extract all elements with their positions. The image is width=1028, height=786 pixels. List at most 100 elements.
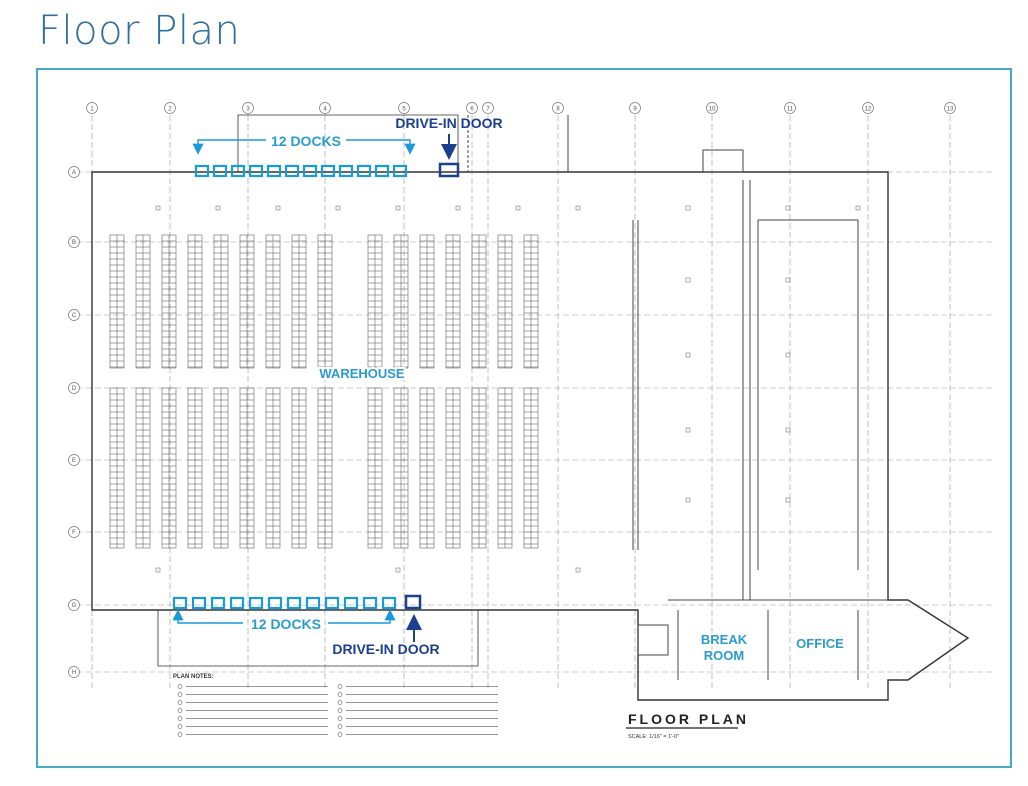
grid-bubble-col-8 [552, 102, 564, 114]
column-marker [275, 205, 281, 211]
drive-in-door-bottom [404, 594, 422, 610]
grid-label-row-F: F [72, 530, 76, 536]
column-marker [335, 205, 341, 211]
drive-in-door-top [438, 162, 460, 178]
column-marker [685, 352, 691, 358]
dock-door [324, 596, 340, 610]
column-marker [455, 205, 461, 211]
grid-label-row-C: C [72, 313, 77, 319]
grid-bubble-col-3 [242, 102, 254, 114]
dock-door [248, 596, 264, 610]
grid-bubble-col-11 [784, 102, 796, 114]
grid-bubble-col-9 [629, 102, 641, 114]
dock-door [229, 596, 245, 610]
grid-label-col-10: 10 [709, 107, 716, 113]
grid-label-row-A: A [72, 170, 76, 176]
grid-bubble-col-2 [164, 102, 176, 114]
grid-label-col-3: 3 [246, 107, 250, 113]
column-marker [155, 567, 161, 573]
grid-label-col-11: 11 [787, 107, 794, 113]
docks-bottom-label: 12 DOCKS [251, 616, 321, 632]
grid-bubble-row-H [68, 666, 80, 678]
dock-door [266, 164, 282, 178]
dock-door [194, 164, 210, 178]
interior-walls [467, 115, 888, 680]
drawing-scale: SCALE: 1/16" = 1'-0" [628, 734, 679, 740]
plan-notes: PLAN NOTES: [173, 674, 498, 737]
column-marker [685, 497, 691, 503]
column-marker [575, 567, 581, 573]
grid-bubble-col-7 [482, 102, 494, 114]
grid-bubble-row-E [68, 454, 80, 466]
column-marker [395, 567, 401, 573]
plan-notes-heading: PLAN NOTES: [173, 674, 214, 680]
office-label: OFFICE [796, 636, 844, 651]
dock-door [381, 596, 397, 610]
grid-label-col-9: 9 [633, 107, 637, 113]
dock-doors-top [194, 164, 408, 178]
column-marker [685, 277, 691, 283]
grid-label-col-2: 2 [168, 107, 172, 113]
building-outline [91, 114, 970, 701]
dock-door [191, 596, 207, 610]
grid-label-col-13: 13 [947, 107, 954, 113]
grid-label-col-8: 8 [556, 107, 560, 113]
dock-door [343, 596, 359, 610]
dock-door [362, 596, 378, 610]
column-marker [785, 205, 791, 211]
column-marker [785, 427, 791, 433]
grid-label-col-12: 12 [865, 107, 872, 113]
column-marker [215, 205, 221, 211]
dock-door [356, 164, 372, 178]
dock-door [212, 164, 228, 178]
column-marker [785, 277, 791, 283]
column-marker [685, 427, 691, 433]
dock-door [338, 164, 354, 178]
warehouse-label: WAREHOUSE [319, 366, 405, 381]
grid-bubble-row-G [68, 599, 80, 611]
grid-label-col-4: 4 [323, 107, 327, 113]
column-marker [855, 205, 861, 211]
grid-bubble-row-B [68, 236, 80, 248]
warehouse-racks [109, 205, 861, 573]
column-marker [395, 205, 401, 211]
grid-label-col-1: 1 [90, 107, 94, 113]
grid-bubble-row-A [68, 166, 80, 178]
dock-door [305, 596, 321, 610]
grid-bubble-col-6 [466, 102, 478, 114]
column-marker [685, 205, 691, 211]
drive-in-door-top-label: DRIVE-IN DOOR [395, 115, 502, 131]
column-marker [155, 205, 161, 211]
dock-door [374, 164, 390, 178]
column-marker [785, 352, 791, 358]
dock-door [230, 164, 246, 178]
break-room-label-line1: BREAK [701, 632, 748, 647]
grid-bubble-col-12 [862, 102, 874, 114]
column-marker [575, 205, 581, 211]
docks-bottom-arrows [172, 609, 396, 624]
grid-bubble-col-10 [706, 102, 718, 114]
dock-door [284, 164, 300, 178]
break-room-label-line2: ROOM [704, 648, 744, 663]
column-marker [515, 205, 521, 211]
grid-bubble-row-D [68, 382, 80, 394]
grid-label-row-E: E [72, 458, 76, 464]
grid-bubble-col-5 [398, 102, 410, 114]
docks-top-arrows [192, 139, 416, 155]
grid-label-col-6: 6 [470, 107, 474, 113]
dock-door [210, 596, 226, 610]
grid-bubble-row-F [68, 526, 80, 538]
grid-bubble-col-4 [319, 102, 331, 114]
grid-label-row-G: G [72, 603, 77, 609]
grid-label-col-5: 5 [402, 107, 406, 113]
dock-doors-bottom [172, 596, 397, 610]
dock-door [392, 164, 408, 178]
grid-bubble-col-1 [86, 102, 98, 114]
grid-bubble-row-C [68, 309, 80, 321]
docks-top-label: 12 DOCKS [271, 133, 341, 149]
grid-label-row-H: H [72, 670, 76, 676]
dock-door [320, 164, 336, 178]
page-title: Floor Plan [38, 8, 241, 54]
